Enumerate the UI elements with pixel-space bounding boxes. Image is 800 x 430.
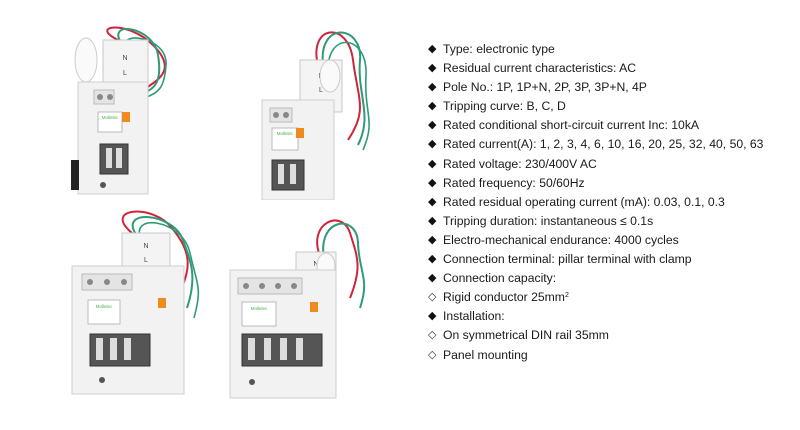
spec-item: ◆Rated conditional short-circuit current…	[428, 116, 798, 135]
terminal-mark-n: N	[313, 261, 318, 268]
filled-diamond-icon: ◆	[428, 119, 437, 132]
filled-diamond-icon: ◆	[428, 272, 437, 285]
spec-list: ◆Type: electronic type ◆Residual current…	[428, 40, 798, 365]
spec-item: ◆Pole No.: 1P, 1P+N, 2P, 3P, 3P+N, 4P	[428, 78, 798, 97]
spec-item: ◆Electro-mechanical endurance: 4000 cycl…	[428, 231, 798, 250]
terminal-mark-l: L	[319, 87, 323, 94]
rcbo-2pole-angle-image: N L Mollelec	[261, 31, 370, 200]
hollow-diamond-icon: ◇	[428, 348, 437, 361]
spec-item: ◇On symmetrical DIN rail 35mm	[428, 326, 798, 345]
device-brand-label: Mollelec	[251, 306, 268, 311]
spec-item: ◆Type: electronic type	[428, 40, 798, 59]
spec-item: ◆Connection capacity:	[428, 269, 798, 288]
filled-diamond-icon: ◆	[428, 43, 437, 55]
spec-item: ◆Tripping duration: instantaneous ≤ 0.1s	[428, 212, 798, 231]
filled-diamond-icon: ◆	[428, 214, 437, 227]
filled-diamond-icon: ◆	[428, 138, 437, 151]
rcbo-4pole-image: N L Mollelec	[229, 219, 366, 399]
spec-item: ◆Residual current characteristics: AC	[428, 59, 798, 78]
hollow-diamond-icon: ◇	[428, 329, 437, 342]
device-brand-label: Mollelec	[102, 115, 119, 120]
spec-item: ◆Installation:	[428, 307, 798, 326]
terminal-mark-n: N	[122, 55, 127, 62]
filled-diamond-icon: ◆	[428, 157, 437, 170]
filled-diamond-icon: ◆	[428, 310, 437, 323]
filled-diamond-icon: ◆	[428, 62, 437, 75]
filled-diamond-icon: ◆	[428, 195, 437, 208]
spec-item: ◇Panel mounting	[428, 346, 798, 365]
rcbo-2pole-front-image: N L Mollelec	[71, 26, 167, 195]
terminal-mark-l: L	[123, 70, 127, 77]
terminal-mark-n: N	[143, 243, 148, 250]
spec-item: ◆Rated frequency: 50/60Hz	[428, 174, 798, 193]
device-brand-label: Mollelec	[277, 131, 294, 136]
filled-diamond-icon: ◆	[428, 100, 437, 113]
filled-diamond-icon: ◆	[428, 233, 437, 246]
product-photos: N L Mollelec N L Mollelec	[71, 26, 370, 399]
spec-item: ◆Rated voltage: 230/400V AC	[428, 155, 798, 174]
spec-item: ◆Tripping curve: B, C, D	[428, 97, 798, 116]
filled-diamond-icon: ◆	[428, 81, 437, 94]
spec-item: ◆Rated current(A): 1, 2, 3, 4, 6, 10, 16…	[428, 135, 798, 154]
spec-item: ◆Rated residual operating current (mA): …	[428, 193, 798, 212]
device-brand-label: Mollelec	[96, 304, 113, 309]
rcbo-3pole-image: N L Mollelec	[71, 210, 200, 395]
spec-item: ◆Connection terminal: pillar terminal wi…	[428, 250, 798, 269]
filled-diamond-icon: ◆	[428, 176, 437, 189]
terminal-mark-l: L	[144, 257, 148, 264]
filled-diamond-icon: ◆	[428, 253, 437, 266]
hollow-diamond-icon: ◇	[428, 291, 437, 304]
